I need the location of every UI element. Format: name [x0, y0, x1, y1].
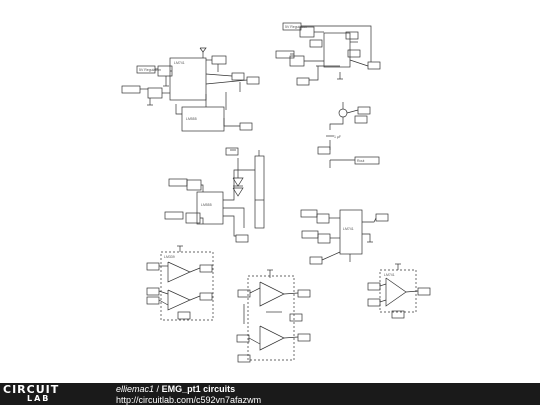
regulator-box [147, 87, 163, 99]
resistor-chain [254, 155, 265, 229]
opamp-triangle [259, 325, 285, 351]
ic-package [247, 275, 295, 361]
voltage-label-box [282, 22, 302, 31]
pin-label-box [354, 115, 368, 124]
pin-label-box [375, 213, 389, 222]
voltage-label-box [275, 50, 295, 59]
author-link[interactable]: elliemac1 [116, 384, 155, 394]
voltage-label-box [136, 65, 156, 74]
regulator-box [186, 179, 202, 191]
circuit-g [236, 269, 311, 363]
circuit-d [164, 147, 265, 243]
ic-label: LM741 [384, 273, 395, 277]
pin-label-box [235, 234, 249, 243]
voltage-label-box [301, 230, 319, 239]
circuit-title: elliemac1 / EMG_pt1 circuits [116, 384, 235, 395]
ic-label: LM339 [164, 255, 175, 259]
pin-label-box [309, 256, 323, 265]
regulator-box [185, 212, 201, 224]
pin-label-box [297, 333, 311, 342]
ic-label: LM555 [201, 203, 212, 207]
regulator-box [316, 213, 330, 224]
pin-label-box [146, 262, 160, 271]
ic-box [196, 191, 224, 225]
cap-label: 1 µF [334, 135, 341, 139]
pin-label-box [309, 39, 323, 48]
circuit-h [367, 263, 431, 319]
opamp-triangle [385, 277, 407, 307]
reg-label: 5V Regulation [139, 68, 161, 72]
regulator-box [317, 233, 331, 244]
ic-label: LM555 [186, 117, 197, 121]
pin-label-box [417, 287, 431, 296]
ac-source [338, 108, 348, 118]
output-label: Rout [357, 159, 364, 163]
pin-label-box [357, 106, 371, 115]
circuit-a [121, 47, 260, 132]
voltage-label-box [121, 85, 141, 94]
logo-line1: CIRCUIT [3, 383, 60, 396]
pin-label-box [231, 72, 245, 81]
pin-label-box [246, 76, 260, 85]
pin-label-box [146, 287, 160, 296]
ic-package [160, 251, 214, 321]
circuit-b [275, 22, 381, 86]
opamp-triangle [167, 261, 191, 283]
pin-label-box [239, 122, 253, 131]
pin-label-box [345, 31, 359, 40]
pin-label-box [391, 310, 405, 319]
circuit-name: EMG_pt1 circuits [161, 384, 236, 394]
voltage-label-box [164, 211, 184, 220]
pin-label-box [289, 313, 303, 322]
ic-label: LM741 [174, 61, 185, 65]
pin-label-box [237, 354, 251, 363]
pin-label-box [347, 49, 361, 58]
output-label-box [354, 156, 380, 165]
circuit-schematic: 5V Regulation LM741 LM555 5V Regulation … [121, 22, 431, 363]
pin-label-box [211, 55, 227, 65]
ic-box [339, 209, 363, 255]
pin-label-box [199, 292, 213, 301]
pin-label-box [317, 146, 331, 155]
pin-label-box [177, 311, 191, 320]
reg-label: 5V Regulation [285, 25, 307, 29]
pin-label-box [296, 77, 310, 86]
ic-label: LM741 [343, 227, 354, 231]
pin-label-box [199, 264, 213, 273]
opamp-triangle [259, 281, 285, 307]
voltage-label-box [168, 178, 188, 187]
pin-label-box [225, 147, 239, 156]
pin-label-box [236, 334, 250, 343]
pin-label-box [146, 296, 160, 305]
circuit-c [317, 102, 380, 168]
logo-line2: LAB [27, 394, 51, 403]
regulator-box [289, 55, 305, 67]
pin-label-box [297, 289, 311, 298]
circuit-f [146, 245, 214, 321]
opamp-triangle [167, 289, 191, 311]
circuitlab-logo[interactable]: CIRCUIT LAB [3, 383, 60, 403]
voltage-label-box [300, 209, 318, 218]
circuit-e [300, 209, 389, 265]
pin-label-box [367, 282, 381, 291]
circuit-url[interactable]: http://circuitlab.com/c592vn7afazwm [116, 395, 262, 405]
title-separator: / [156, 384, 160, 394]
pin-label-box [367, 61, 381, 70]
ic-box [169, 57, 207, 101]
pin-label-box [367, 298, 381, 307]
footer-bar: CIRCUIT LAB elliemac1 / EMG_pt1 circuits… [0, 383, 540, 405]
pin-label-box [237, 289, 251, 298]
